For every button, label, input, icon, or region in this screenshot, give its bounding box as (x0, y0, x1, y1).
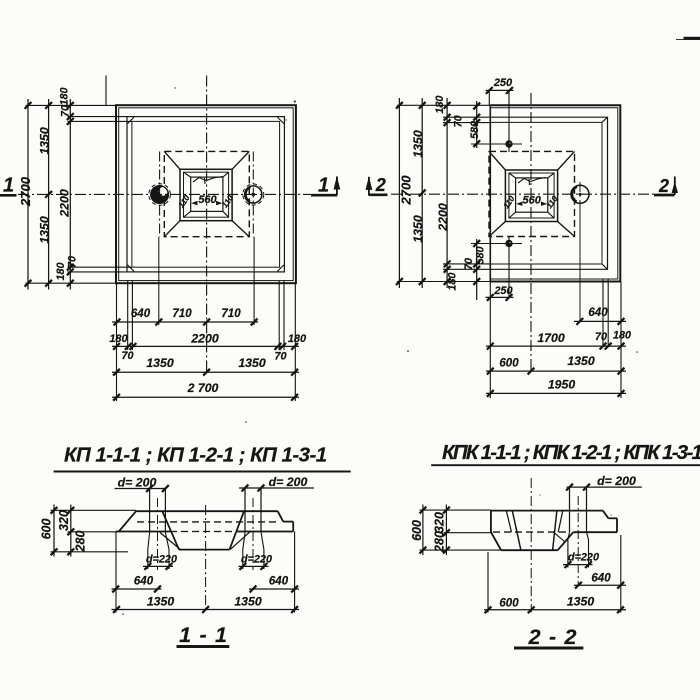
svg-text:180: 180 (434, 96, 446, 114)
svg-text:560: 560 (523, 195, 542, 207)
svg-text:1: 1 (3, 175, 14, 197)
svg-text:d= 200: d= 200 (269, 475, 308, 489)
svg-text:2200: 2200 (436, 203, 450, 232)
svg-text:280: 280 (432, 531, 446, 553)
svg-text:1: 1 (318, 175, 329, 197)
svg-text:600: 600 (410, 520, 424, 541)
svg-text:1350: 1350 (411, 215, 425, 243)
svg-text:280: 280 (74, 531, 88, 553)
svg-text:600: 600 (39, 519, 53, 540)
svg-text:1350: 1350 (147, 595, 175, 609)
svg-text:КП 1-1-1 ; КП 1-2-1 ; КП 1-3-1: КП 1-1-1 ; КП 1-2-1 ; КП 1-3-1 (64, 444, 327, 467)
svg-text:320: 320 (57, 510, 71, 531)
svg-text:1350: 1350 (238, 356, 266, 370)
svg-text:d= 200: d= 200 (597, 474, 636, 488)
svg-text:2 - 2: 2 - 2 (528, 625, 578, 649)
svg-text:2: 2 (375, 175, 386, 195)
svg-text:1350: 1350 (567, 354, 595, 368)
svg-text:640: 640 (591, 573, 611, 585)
svg-text:1350: 1350 (234, 595, 262, 609)
svg-text:560: 560 (198, 194, 217, 206)
svg-text:710: 710 (172, 308, 192, 320)
svg-text:600: 600 (499, 598, 519, 610)
svg-text:2 700: 2 700 (187, 381, 219, 395)
svg-text:1350: 1350 (411, 130, 425, 158)
svg-text:2200: 2200 (58, 189, 72, 218)
svg-text:d=220: d=220 (568, 552, 599, 564)
svg-text:1350: 1350 (37, 127, 51, 155)
svg-text:640: 640 (134, 576, 154, 588)
svg-text:180: 180 (58, 87, 70, 105)
svg-text:d=220: d=220 (146, 554, 177, 566)
svg-text:1 - 1: 1 - 1 (179, 623, 228, 647)
svg-text:180: 180 (109, 333, 128, 345)
svg-text:110: 110 (177, 193, 192, 209)
svg-text:70: 70 (274, 351, 286, 363)
svg-text:2: 2 (658, 176, 669, 196)
svg-text:110: 110 (502, 194, 517, 210)
svg-text:320: 320 (433, 512, 447, 533)
svg-text:180: 180 (613, 330, 631, 342)
svg-text:КПК 1-1-1 ; КПК 1-2-1 ; КПК 1-: КПК 1-1-1 ; КПК 1-2-1 ; КПК 1-3-1 (442, 441, 700, 464)
svg-text:640: 640 (269, 576, 289, 588)
svg-text:1700: 1700 (537, 331, 565, 345)
svg-text:1350: 1350 (567, 595, 595, 609)
svg-text:180: 180 (55, 262, 67, 280)
svg-text:70: 70 (463, 258, 475, 270)
svg-text:2200: 2200 (190, 332, 219, 346)
svg-text:d= 200: d= 200 (118, 476, 157, 490)
svg-text:640: 640 (131, 308, 151, 320)
svg-text:70: 70 (452, 115, 464, 127)
svg-text:70: 70 (121, 350, 133, 362)
svg-text:600: 600 (499, 358, 519, 370)
svg-text:580: 580 (469, 121, 481, 139)
svg-text:710: 710 (221, 308, 241, 320)
svg-text:1350: 1350 (37, 216, 51, 244)
svg-text:250: 250 (493, 285, 513, 297)
svg-text:1350: 1350 (146, 356, 174, 370)
svg-text:1950: 1950 (548, 378, 576, 392)
svg-text:250: 250 (493, 77, 513, 89)
svg-text:70: 70 (67, 256, 79, 268)
svg-text:2700: 2700 (398, 175, 413, 206)
svg-text:180: 180 (446, 273, 458, 291)
svg-text:70: 70 (595, 331, 607, 343)
svg-text:640: 640 (588, 307, 608, 319)
svg-text:2700: 2700 (18, 176, 33, 207)
svg-text:d=220: d=220 (241, 554, 272, 566)
svg-text:180: 180 (288, 333, 307, 345)
svg-text:70: 70 (59, 105, 71, 117)
